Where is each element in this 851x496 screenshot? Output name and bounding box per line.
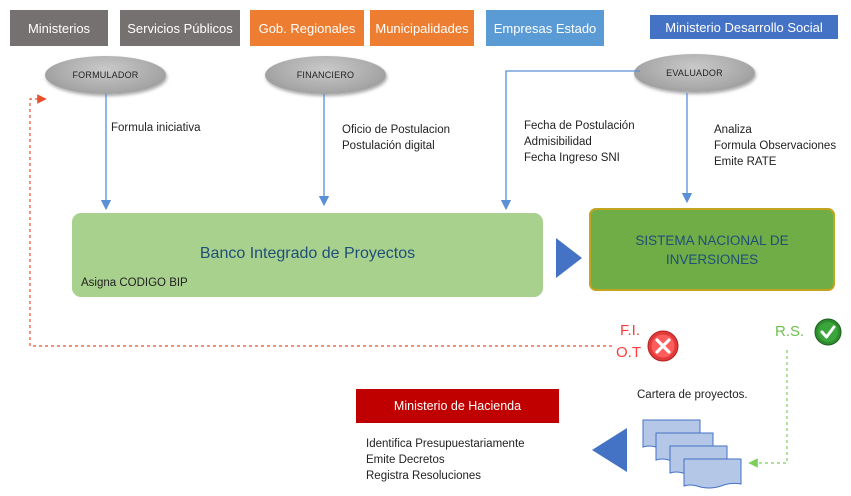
approval-label: R.S.	[775, 323, 805, 340]
sni-line-1: SISTEMA NACIONAL DE	[635, 232, 789, 248]
hacienda-item-2: Emite Decretos	[366, 454, 445, 466]
arrow-approval-cartera	[748, 350, 788, 468]
formulador-note: Formula iniciativa	[111, 122, 201, 134]
sistema-nacional-box: SISTEMA NACIONAL DE INVERSIONES	[589, 208, 835, 291]
tab-ministerios: Ministerios	[10, 10, 108, 46]
x-circle-icon	[647, 330, 679, 362]
tab-servicios-publicos: Servicios Públicos	[120, 10, 240, 46]
evaluador-note-1: Analiza	[714, 124, 752, 136]
check-circle-icon	[814, 318, 842, 346]
banco-integrado-box: Banco Integrado de Proyectos Asigna CODI…	[72, 213, 543, 297]
cartera-documents-icon	[642, 419, 742, 489]
triangle-cartera-to-hacienda	[592, 428, 627, 472]
postulacion-note-1: Fecha de Postulación	[524, 120, 635, 132]
financiero-note-2: Postulación digital	[342, 140, 435, 152]
tab-gob-regionales: Gob. Regionales	[250, 10, 364, 46]
banco-title: Banco Integrado de Proyectos	[199, 245, 416, 262]
evaluador-ellipse: EVALUADOR	[634, 54, 755, 92]
rejection-label-2: O.T	[616, 344, 641, 361]
evaluador-note-2: Formula Observaciones	[714, 140, 837, 152]
tab-empresas-estado: Empresas Estado	[486, 10, 604, 46]
sni-line-2: INVERSIONES	[665, 251, 759, 267]
postulacion-note-3: Fecha Ingreso SNI	[524, 152, 620, 164]
tab-ministerio-desarrollo-social: Ministerio Desarrollo Social	[650, 15, 838, 39]
hacienda-item-3: Registra Resoluciones	[366, 470, 482, 482]
tab-municipalidades: Municipalidades	[370, 10, 474, 46]
arrow-rejection-loop	[29, 94, 612, 347]
triangle-banco-to-sni	[556, 238, 582, 278]
ministerio-hacienda-box: Ministerio de Hacienda	[356, 389, 559, 423]
arrow-evaluador-banco	[500, 70, 640, 211]
banco-subtitle: Asigna CODIGO BIP	[81, 277, 188, 289]
cartera-label: Cartera de proyectos.	[637, 389, 748, 401]
postulacion-note-2: Admisibilidad	[524, 136, 592, 148]
formulador-ellipse: FORMULADOR	[45, 56, 166, 94]
hacienda-item-1: Identifica Presupuestariamente	[366, 438, 525, 450]
rejection-label-1: F.I.	[620, 322, 641, 339]
financiero-note-1: Oficio de Postulacion	[342, 124, 451, 136]
financiero-ellipse: FINANCIERO	[265, 56, 386, 94]
evaluador-note-3: Emite RATE	[714, 156, 777, 168]
